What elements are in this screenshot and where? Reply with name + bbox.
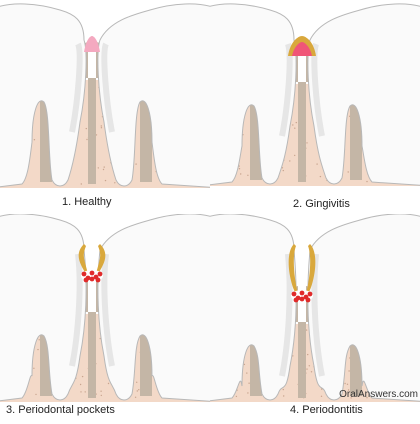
infection-site	[291, 290, 313, 303]
caption-healthy: 1. Healthy	[62, 196, 112, 208]
healthy-gum-papilla	[84, 36, 100, 52]
tooth-diagram-gingivitis	[210, 3, 420, 186]
tooth-diagram-periodontitis	[210, 214, 420, 402]
tooth-diagram-healthy	[0, 3, 210, 188]
tooth-right	[97, 3, 210, 188]
tartar-left	[78, 244, 88, 274]
caption-periodontitis: 4. Periodontitis	[290, 404, 363, 416]
tooth-right	[97, 214, 210, 402]
tooth-left	[0, 214, 87, 402]
tartar-right	[96, 244, 106, 274]
tooth-right	[307, 3, 420, 186]
inflamed-gum	[292, 42, 312, 56]
caption-gingivitis: 2. Gingivitis	[293, 198, 350, 210]
panel-periodontal-pockets	[0, 214, 210, 424]
tartar-left	[288, 244, 298, 294]
tooth-diagram-periodontal-pockets	[0, 214, 210, 402]
tooth-left	[210, 3, 297, 186]
tartar-right	[306, 244, 316, 294]
panel-healthy	[0, 0, 210, 210]
caption-periodontal-pockets: 3. Periodontal pockets	[6, 404, 115, 416]
watermark-logo: OralAnswers.com	[339, 389, 418, 400]
tooth-left	[0, 3, 87, 188]
tooth-right	[307, 214, 420, 402]
panel-gingivitis	[210, 0, 420, 210]
infection-site	[81, 270, 103, 283]
panel-periodontitis	[210, 214, 420, 424]
